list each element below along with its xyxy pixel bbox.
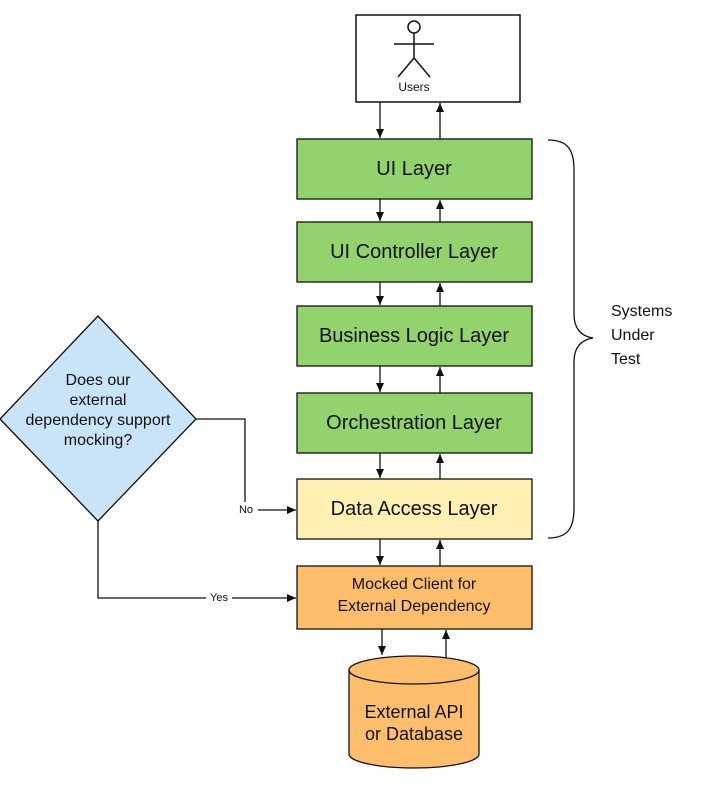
- layer-data-access-box: [296, 478, 533, 540]
- users-box: Users: [355, 14, 521, 103]
- mocked-client: Mocked Client for External Dependency: [296, 565, 533, 630]
- edge-label-no: No: [239, 504, 253, 516]
- layer-orchestration-label: Orchestration Layer: [326, 412, 502, 434]
- layer-ui-controller-label: UI Controller Layer: [330, 241, 498, 263]
- decision-label-line3: dependency support: [26, 412, 172, 429]
- database-cylinder: External API or Database: [348, 655, 480, 769]
- bracket-label-line2: Under: [611, 327, 655, 344]
- layer-ui-label: UI Layer: [376, 158, 452, 180]
- decision-label-line1: Does our: [66, 372, 132, 389]
- decision-diamond: Does our external dependency support moc…: [0, 315, 197, 522]
- stick-figure-user-icon: [394, 20, 434, 78]
- edge-yes: Yes: [97, 521, 296, 604]
- flow-arrows: [376, 102, 450, 658]
- layer-business-logic-label: Business Logic Layer: [319, 325, 509, 347]
- layer-orchestration: Orchestration Layer: [296, 392, 533, 454]
- decision-label-line2: external: [70, 392, 127, 409]
- layer-business-logic-box: [296, 305, 533, 367]
- layer-ui-controller-box: [296, 221, 533, 283]
- layer-data-access: Data Access Layer: [296, 478, 533, 540]
- database-top: [348, 655, 480, 685]
- database-label-line2: or Database: [365, 724, 463, 744]
- database-body: [348, 669, 480, 769]
- layer-ui-controller: UI Controller Layer: [296, 221, 533, 283]
- layer-ui: UI Layer: [296, 138, 533, 200]
- mocked-client-box: [296, 565, 533, 630]
- layer-business-logic: Business Logic Layer: [296, 305, 533, 367]
- edge-no: No: [196, 418, 296, 516]
- layer-data-access-label: Data Access Layer: [331, 498, 498, 520]
- users-label: Users: [398, 80, 429, 94]
- layer-ui-box: [296, 138, 533, 200]
- decision-label-line4: mocking?: [64, 432, 133, 449]
- bracket-label-line3: Test: [611, 351, 641, 368]
- bracket-label-line1: Systems: [611, 303, 672, 320]
- layer-orchestration-box: [296, 392, 533, 454]
- mocked-client-label-line2: External Dependency: [338, 598, 491, 615]
- mocked-client-label-line1: Mocked Client for: [352, 576, 477, 593]
- database-label-line1: External API: [364, 702, 463, 722]
- systems-under-test-bracket: [547, 139, 594, 539]
- edge-label-yes: Yes: [210, 592, 228, 604]
